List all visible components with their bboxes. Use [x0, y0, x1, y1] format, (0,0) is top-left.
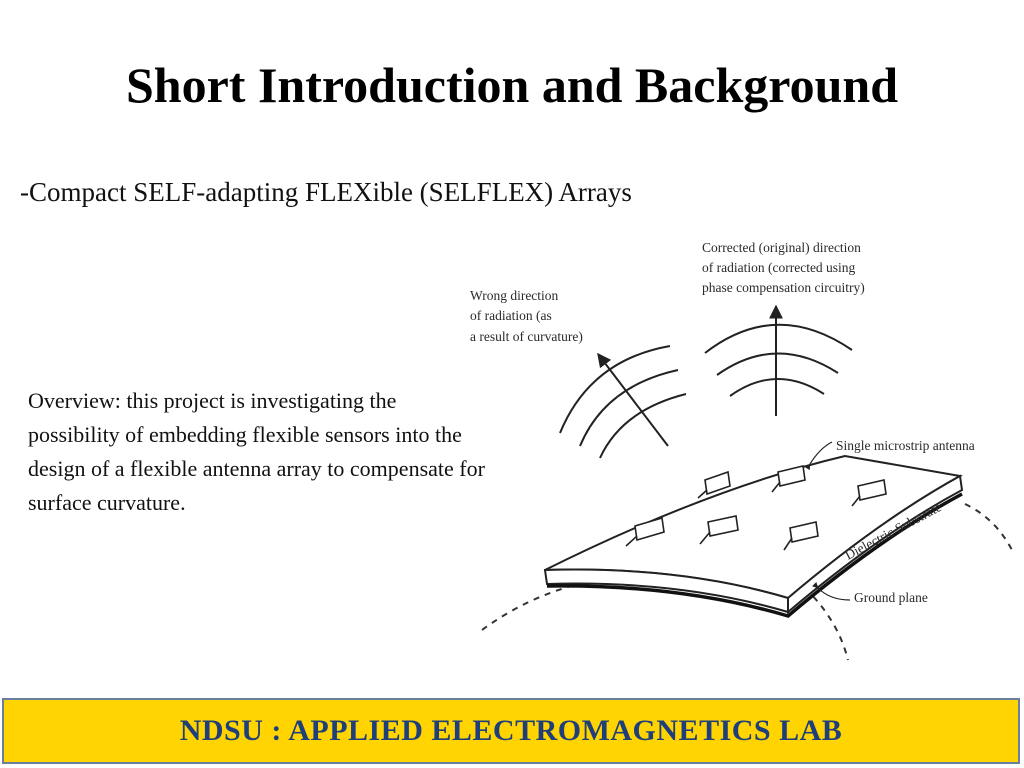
corrected-line-3: phase compensation circuitry) — [702, 280, 865, 295]
substrate-side-edge — [787, 474, 964, 615]
corrected-line-1: Corrected (original) direction — [702, 240, 861, 255]
microstrip-patch — [851, 479, 887, 507]
curved-substrate — [543, 454, 964, 618]
single-antenna-leader — [804, 441, 833, 471]
single-antenna-label: Single microstrip antenna — [836, 438, 975, 453]
ground-plane-leader — [812, 582, 851, 601]
patch-row-2 — [625, 515, 819, 551]
microstrip-patch — [771, 465, 806, 493]
corrected-wavefront-middle — [716, 352, 839, 376]
corrected-line-2: of radiation (corrected using — [702, 260, 856, 275]
microstrip-patch — [625, 516, 665, 547]
microstrip-patch — [697, 470, 731, 499]
overview-text: Overview: this project is investigating … — [28, 388, 485, 515]
wrong-line-2: of radiation (as — [470, 308, 552, 323]
footer-banner: NDSU : APPLIED ELECTROMAGNETICS LAB — [2, 698, 1020, 764]
wrong-wavefront-inner — [599, 393, 687, 459]
curvature-dashed-arc-bottom — [804, 587, 849, 661]
slide-subtitle: -Compact SELF-adapting FLEXible (SELFLEX… — [20, 177, 632, 207]
wrong-line-1: Wrong direction — [470, 288, 559, 303]
corrected-wavefront-inner — [729, 378, 825, 397]
wrong-wavefront-middle — [579, 369, 679, 447]
microstrip-patch — [699, 515, 739, 545]
curvature-dashed-arc-right — [964, 503, 1013, 551]
corrected-direction-label: Corrected (original) direction of radiat… — [702, 240, 865, 295]
wrong-direction-arrow — [597, 352, 669, 447]
corrected-wavefront-outer — [704, 323, 853, 354]
ground-plane-layer — [546, 492, 963, 618]
wrong-wavefront-outer — [559, 345, 671, 434]
ground-plane-label: Ground plane — [854, 590, 928, 605]
lab-name: NDSU : APPLIED ELECTROMAGNETICS LAB — [179, 714, 843, 747]
flexible-array-diagram: Corrected (original) direction of radiat… — [470, 240, 1013, 661]
wrong-direction-label: Wrong direction of radiation (as a resul… — [470, 288, 583, 344]
flexible-array-figure: Corrected (original) direction of radiat… — [460, 228, 1020, 668]
wrong-line-3: a result of curvature) — [470, 329, 583, 344]
patch-row-1 — [697, 465, 887, 507]
slide-title: Short Introduction and Background — [126, 57, 898, 113]
microstrip-patch — [783, 521, 819, 551]
